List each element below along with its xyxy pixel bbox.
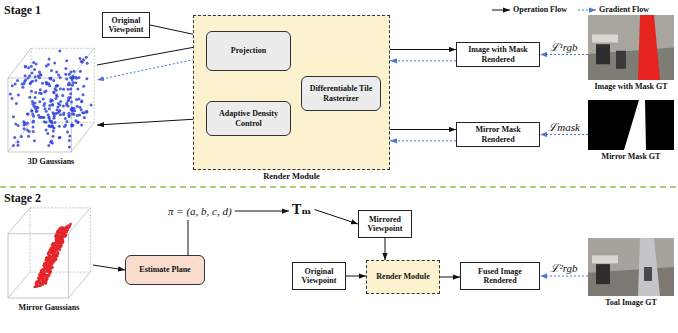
- node-text: Original Viewpoint: [106, 16, 146, 34]
- stage-title: Stage 1: [4, 3, 41, 18]
- render-module: Render ModuleProjectionAdaptive Density …: [193, 15, 390, 170]
- legend-solid-arrow: [492, 10, 510, 11]
- gradient-arrow: [540, 134, 588, 135]
- estimate-box: Estimate Plane: [125, 255, 205, 285]
- node-text: Render Module: [376, 272, 429, 281]
- flow-arrow: [346, 276, 366, 277]
- loss-label: ℒ¹rgb: [550, 39, 577, 54]
- picture: [588, 100, 674, 150]
- gt-mask: Mirror Mask GT: [588, 100, 674, 161]
- viewpoint-box: Original Viewpoint: [102, 12, 150, 38]
- stage-divider: [0, 186, 678, 188]
- gradient-arrow: [540, 54, 588, 55]
- node-text: Mirror Mask GT: [602, 152, 661, 161]
- process-box: Projection: [206, 31, 291, 71]
- flow-arrow: [390, 49, 456, 50]
- viewpoint-box: Original Viewpoint: [292, 262, 346, 290]
- transform-symbol: Tₘ: [292, 201, 312, 218]
- process-box: Differentiable Tile Rasterizer: [301, 76, 381, 111]
- gradient-arrow: [390, 60, 456, 61]
- process-box: Adaptive Density Control: [206, 101, 291, 136]
- node-text: Adaptive Density Control: [210, 109, 287, 127]
- legend-text: Gradient Flow: [599, 5, 649, 14]
- plane-link: [188, 220, 189, 255]
- stage-title: Stage 2: [4, 191, 41, 206]
- flow-arrow: [385, 238, 386, 260]
- flow-arrow: [97, 119, 206, 126]
- mirror-gaussians: Mirror Gaussians: [5, 205, 93, 312]
- output-box: Fused Image Rendered: [460, 262, 540, 290]
- gaussian-cloud: 3D Gaussians: [5, 45, 97, 166]
- gradient-arrow: [540, 276, 588, 277]
- output-box: Mirror Mask Rendered: [456, 122, 540, 147]
- legend-text: Operation Flow: [513, 5, 567, 14]
- node-text: Fused Image Rendered: [464, 267, 536, 285]
- flow-arrow: [440, 277, 460, 278]
- node-text: Projection: [231, 46, 266, 55]
- loss-label: ℒ²rgb: [550, 260, 577, 275]
- output-box: Image with Mask Rendered: [456, 42, 540, 67]
- flow-arrow: [97, 45, 206, 65]
- picture: [588, 15, 674, 80]
- render-module: Render Module: [366, 260, 440, 294]
- node-text: Toal Image GT: [605, 298, 657, 307]
- loss-label: ℒmask: [548, 119, 580, 134]
- picture: [5, 205, 93, 301]
- node-text: Mirror Mask Rendered: [460, 125, 536, 143]
- picture: [588, 238, 674, 296]
- gradient-arrow: [97, 57, 206, 80]
- viewpoint-box: Mirrored Viewpoint: [358, 210, 412, 238]
- flow-arrow: [93, 265, 125, 270]
- node-text: Original Viewpoint: [296, 267, 342, 285]
- flow-arrow: [235, 211, 289, 212]
- gt-image: Image with Mask GT: [588, 15, 674, 91]
- node-text: Mirror Gaussians: [19, 303, 80, 312]
- node-text: Render Module: [194, 172, 389, 182]
- node-text: Image with Mask GT: [594, 82, 667, 91]
- picture: [5, 45, 97, 155]
- node-text: Mirrored Viewpoint: [362, 215, 408, 233]
- gt-image: Toal Image GT: [588, 238, 674, 307]
- node-text: Differentiable Tile Rasterizer: [305, 84, 377, 102]
- node-text: Image with Mask Rendered: [460, 45, 536, 63]
- flow-arrow: [390, 129, 456, 130]
- gradient-arrow: [390, 140, 456, 141]
- legend-dashed-arrow: [578, 10, 596, 11]
- flow-arrow: [315, 210, 359, 225]
- node-text: Estimate Plane: [139, 265, 190, 274]
- node-text: 3D Gaussians: [28, 157, 74, 166]
- plane-equation: π = (a, b, c, d): [168, 205, 232, 217]
